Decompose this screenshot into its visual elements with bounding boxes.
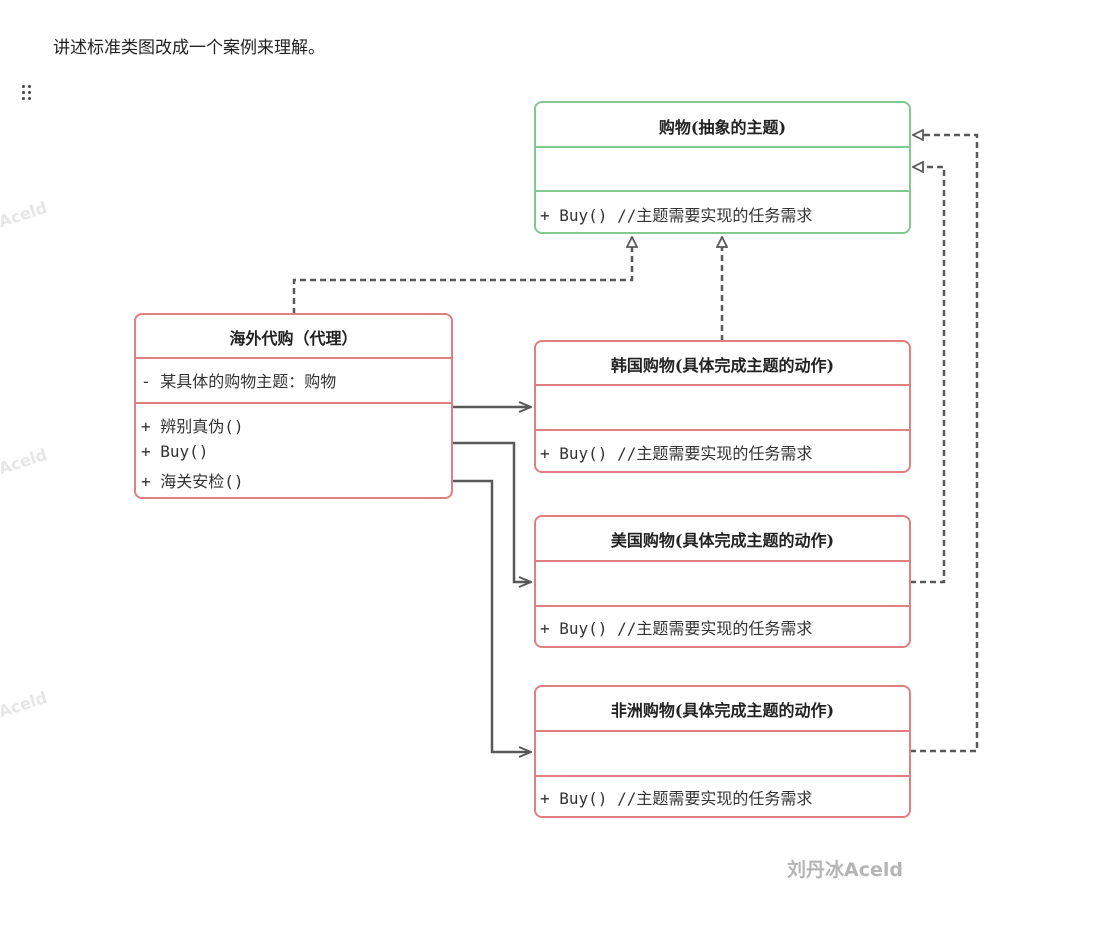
proxy-class-box: 海外代购（代理） - 某具体的购物主题：购物 + 辨别真伪() + Buy() … [134,313,453,499]
proxy-attribute: - 某具体的购物主题：购物 [141,372,337,391]
realization-africa [910,135,979,753]
usa-method: + Buy() //主题需要实现的任务需求 [540,619,813,638]
usa-class-box: 美国购物(具体完成主题的动作) + Buy() //主题需要实现的任务需求 [534,515,911,648]
africa-class-box: 非洲购物(具体完成主题的动作) + Buy() //主题需要实现的任务需求 [534,685,911,818]
class-divider [536,560,909,562]
class-divider [536,730,909,732]
subject-class-title: 购物(抽象的主题) [658,118,787,137]
proxy-class-title: 海外代购（代理） [229,329,358,348]
class-divider [536,605,909,607]
class-divider [536,775,909,777]
class-divider [536,146,909,148]
africa-class-title: 非洲购物(具体完成主题的动作) [610,701,835,720]
realization-proxy [292,237,632,314]
korea-class-title: 韩国购物(具体完成主题的动作) [610,356,835,375]
class-divider [536,190,909,192]
proxy-method: + 海关安检() [141,472,244,491]
africa-method: + Buy() //主题需要实现的任务需求 [540,789,813,808]
subject-method: + Buy() //主题需要实现的任务需求 [540,206,813,225]
korea-method: + Buy() //主题需要实现的任务需求 [540,444,813,463]
realization-usa [910,167,946,584]
class-divider [536,384,909,386]
class-divider [536,429,909,431]
class-divider [136,402,451,404]
proxy-method: + 辨别真伪() [141,417,244,436]
proxy-method: + Buy() [141,442,209,461]
author-signature: 刘丹冰Aceld [787,859,903,881]
association-africa [453,479,531,752]
drag-handle-icon[interactable] [20,83,34,101]
subject-class-box: 购物(抽象的主题) + Buy() //主题需要实现的任务需求 [534,101,911,234]
association-usa [453,441,531,582]
korea-class-box: 韩国购物(具体完成主题的动作) + Buy() //主题需要实现的任务需求 [534,340,911,473]
intro-paragraph: 讲述标准类图改成一个案例来理解。 [53,38,325,58]
usa-class-title: 美国购物(具体完成主题的动作) [610,531,835,550]
class-divider [136,357,451,359]
